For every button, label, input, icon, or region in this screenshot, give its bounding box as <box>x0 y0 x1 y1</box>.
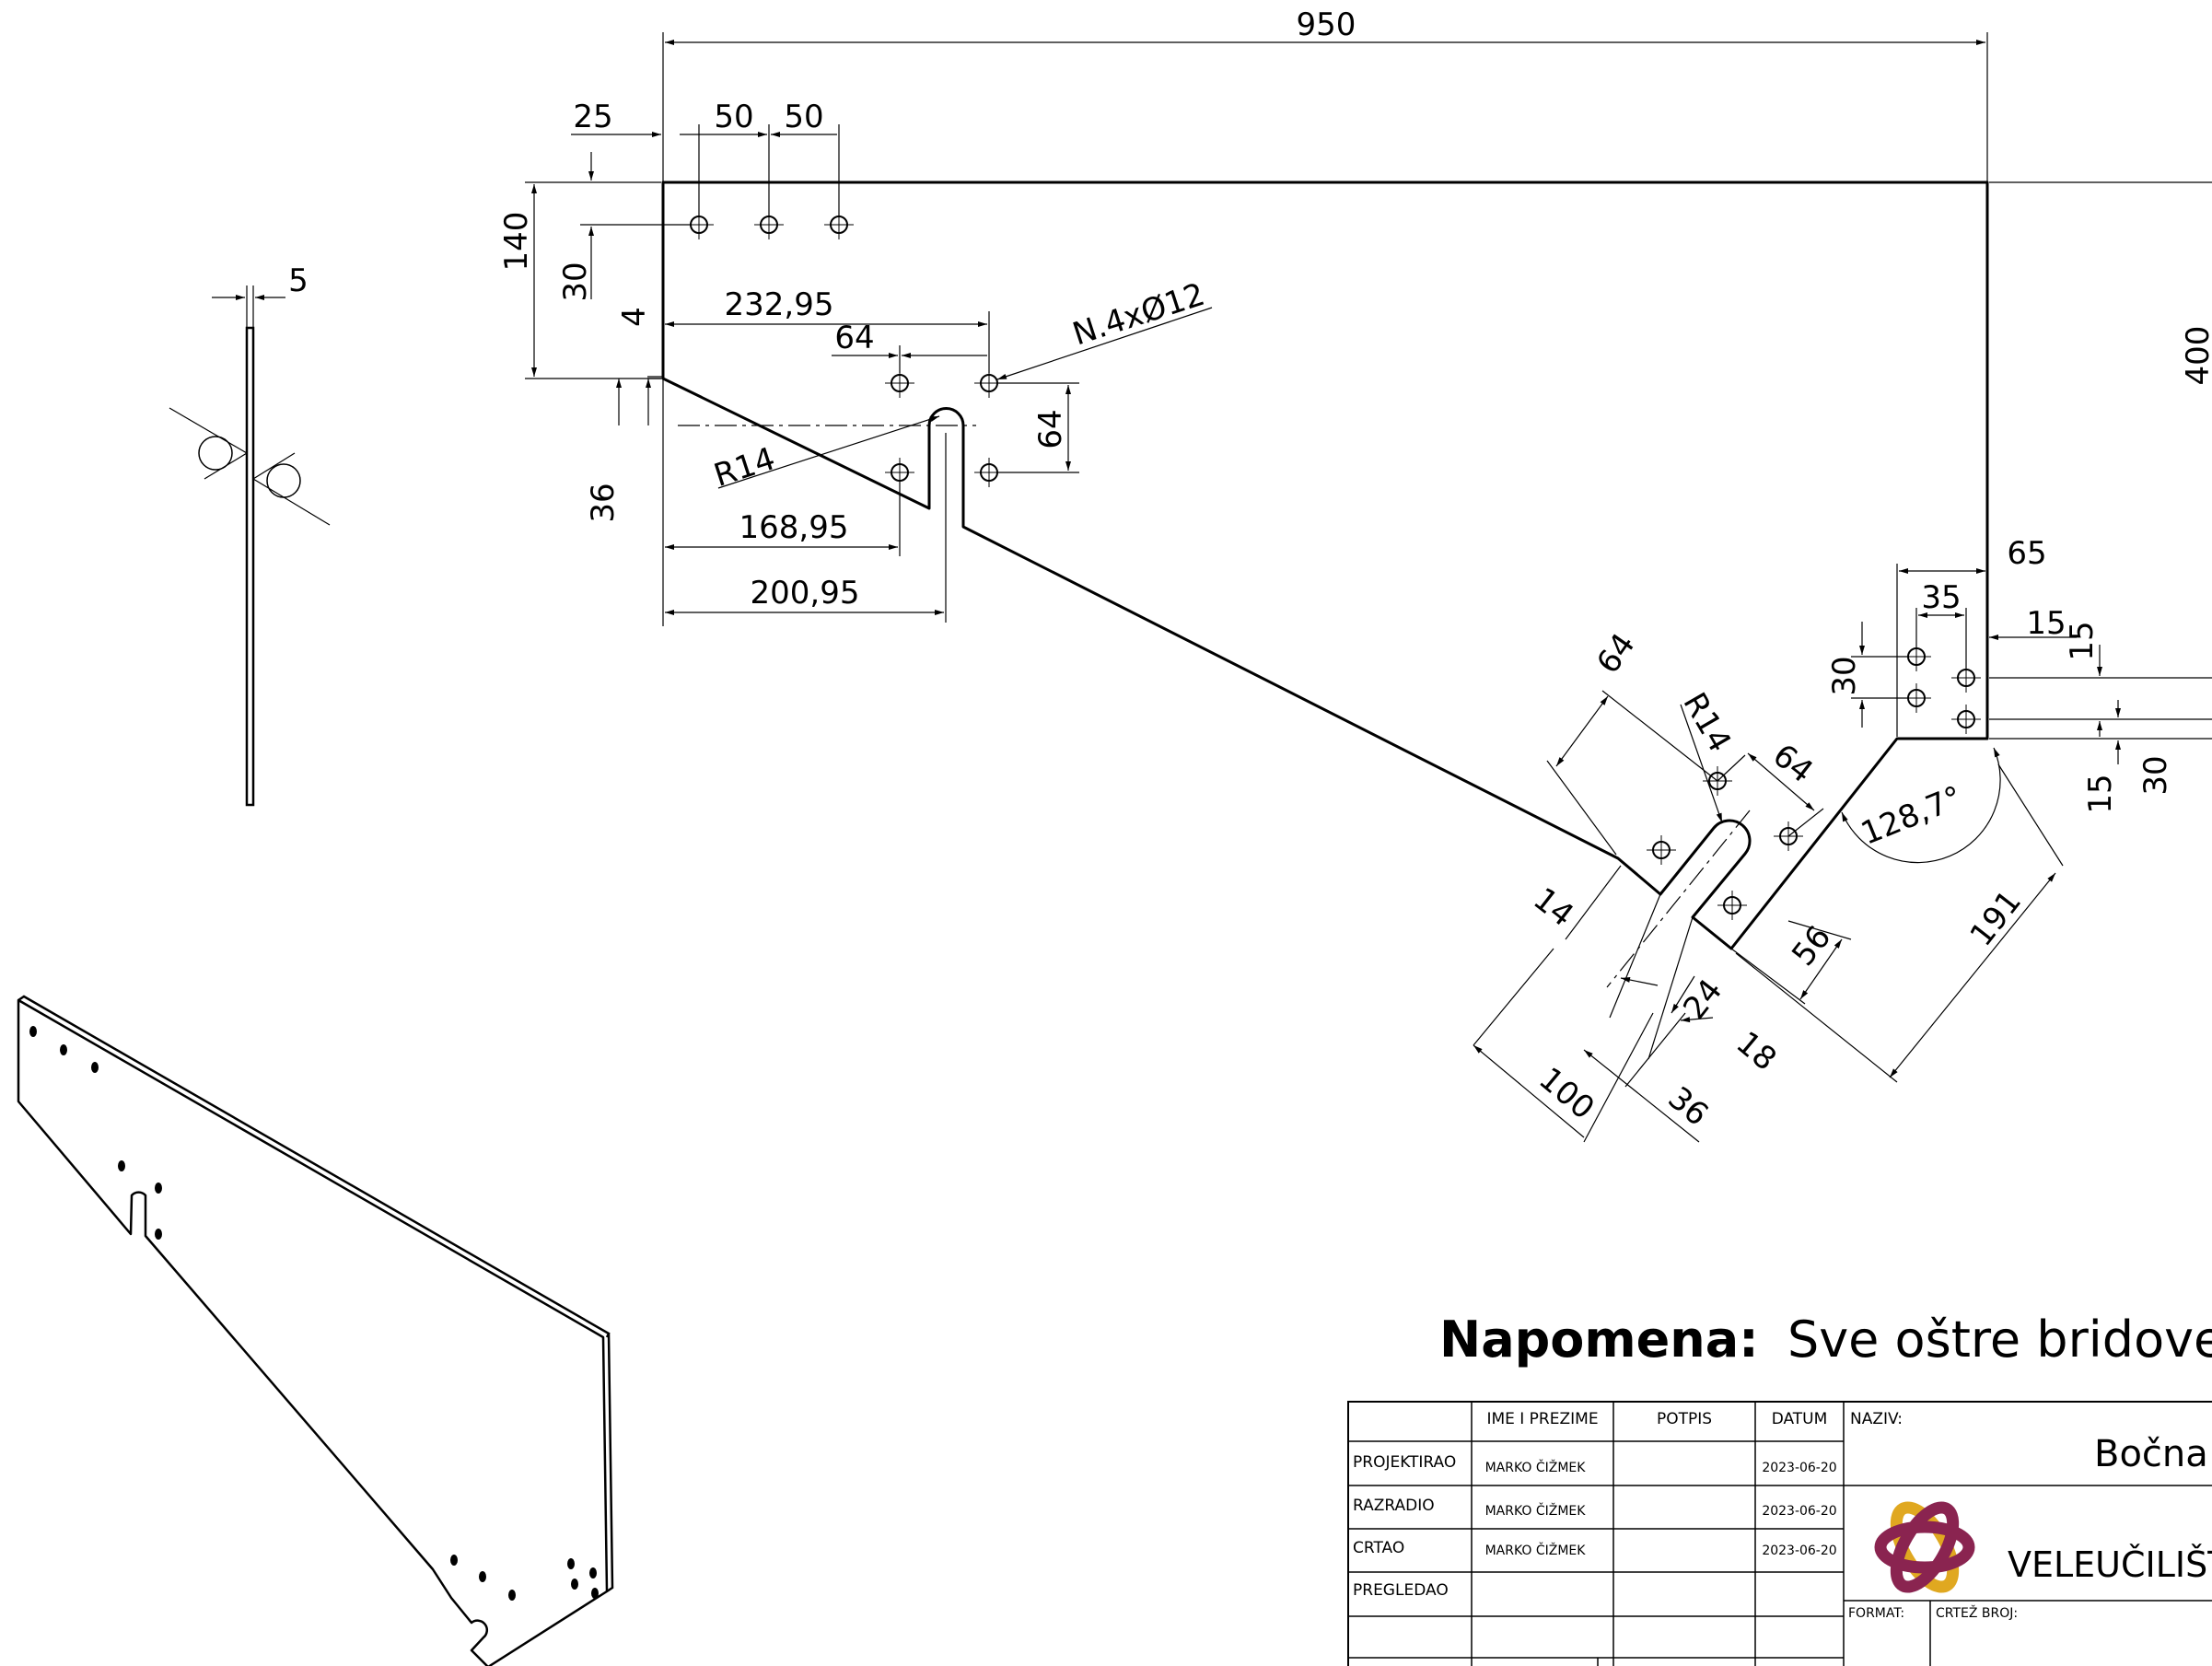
header-signature: POTPIS <box>1657 1410 1712 1428</box>
dim-950: 950 <box>1297 6 1356 43</box>
dim-232: 232,95 <box>725 286 834 323</box>
dim-30-top: 30 <box>557 262 594 301</box>
dim-angle: 128,7° <box>1856 779 1967 853</box>
dim-50b: 50 <box>784 99 823 135</box>
hole-callout: N.4xØ12 <box>1068 276 1209 354</box>
hole-group-bottom <box>1647 766 1803 920</box>
role-crtao: CRTAO <box>1353 1539 1404 1557</box>
dim-400: 400 <box>2180 326 2212 386</box>
dim-191: 191 <box>1963 883 2029 953</box>
dim-15-horiz: 15 <box>2026 605 2066 642</box>
dimension-labels: 950 25 50 50 140 30 4 232,95 64 N.4xØ12 … <box>498 6 2212 1134</box>
date-projektirao: 2023-06-20 <box>1762 1461 1836 1475</box>
name-razradio: MARKO ČIŽMEK <box>1485 1502 1587 1519</box>
dim-64-diag-a: 64 <box>1589 626 1643 680</box>
dim-24: 24 <box>1676 973 1729 1027</box>
note-label: Napomena: <box>1439 1311 1759 1369</box>
dim-200: 200,95 <box>751 575 860 612</box>
name-projektirao: MARKO ČIŽMEK <box>1485 1459 1587 1475</box>
note: Napomena: Sve oštre bridove sko <box>1439 1311 2212 1369</box>
part-outline <box>661 181 1989 950</box>
hole-group-slot <box>885 368 1004 487</box>
drawing-number-label: CRTEŽ BROJ: <box>1936 1604 2018 1621</box>
dim-15-vert-b: 15 <box>2082 774 2119 813</box>
dim-36: 36 <box>585 483 622 522</box>
dim-14: 14 <box>1526 880 1580 934</box>
date-razradio: 2023-06-20 <box>1762 1504 1836 1519</box>
dim-64-vert: 64 <box>1032 409 1069 449</box>
dim-50a: 50 <box>714 99 753 135</box>
dim-30-right: 30 <box>2137 755 2174 795</box>
role-razradio: RAZRADIO <box>1353 1497 1435 1515</box>
naziv-value: Bočna <box>2094 1433 2208 1475</box>
main-part-view <box>661 181 1989 950</box>
role-pregledao: PREGLEDAO <box>1353 1581 1449 1600</box>
institution-name: VELEUČILIŠT <box>2008 1544 2212 1585</box>
dim-64-horiz: 64 <box>834 320 874 356</box>
svg-text:Napomena: Sve oštre brid: Napomena: Sve oštre bridove sko <box>1439 1311 2212 1369</box>
dim-25: 25 <box>573 99 612 135</box>
name-crtao: MARKO ČIŽMEK <box>1485 1542 1587 1558</box>
institution-logo <box>1874 1501 1975 1593</box>
header-name: IME I PREZIME <box>1486 1410 1598 1428</box>
dim-140: 140 <box>498 212 535 272</box>
dim-64-diag-b: 64 <box>1765 737 1820 790</box>
dim-36-lower: 36 <box>1661 1079 1716 1133</box>
dim-100: 100 <box>1531 1060 1601 1126</box>
header-date: DATUM <box>1772 1410 1828 1428</box>
dim-15-vert-a: 15 <box>2064 621 2101 660</box>
hole-group-right <box>1902 642 1981 734</box>
dim-168: 168,95 <box>739 509 849 546</box>
side-view: 5 <box>169 262 331 807</box>
format-label: FORMAT: <box>1848 1606 1904 1621</box>
dim-18: 18 <box>1729 1024 1784 1078</box>
dim-r14-top: R14 <box>710 440 780 495</box>
note-text: Sve oštre bridove sko <box>1787 1311 2212 1369</box>
dim-4: 4 <box>616 307 653 327</box>
title-block: IME I PREZIME POTPIS DATUM PROJEKTIRAO M… <box>1347 1401 2212 1666</box>
dim-56: 56 <box>1785 919 1838 973</box>
dim-65: 65 <box>2007 535 2046 572</box>
role-projektirao: PROJEKTIRAO <box>1353 1453 1456 1472</box>
dim-r14-bottom: R14 <box>1675 687 1738 759</box>
isometric-view <box>17 995 614 1666</box>
dim-thickness: 5 <box>288 262 309 299</box>
naziv-label: NAZIV: <box>1850 1410 1903 1428</box>
date-crtao: 2023-06-20 <box>1762 1544 1836 1558</box>
dimension-lines <box>525 32 2212 1143</box>
dim-35: 35 <box>1921 579 1961 616</box>
dim-30-left: 30 <box>1826 656 1863 695</box>
